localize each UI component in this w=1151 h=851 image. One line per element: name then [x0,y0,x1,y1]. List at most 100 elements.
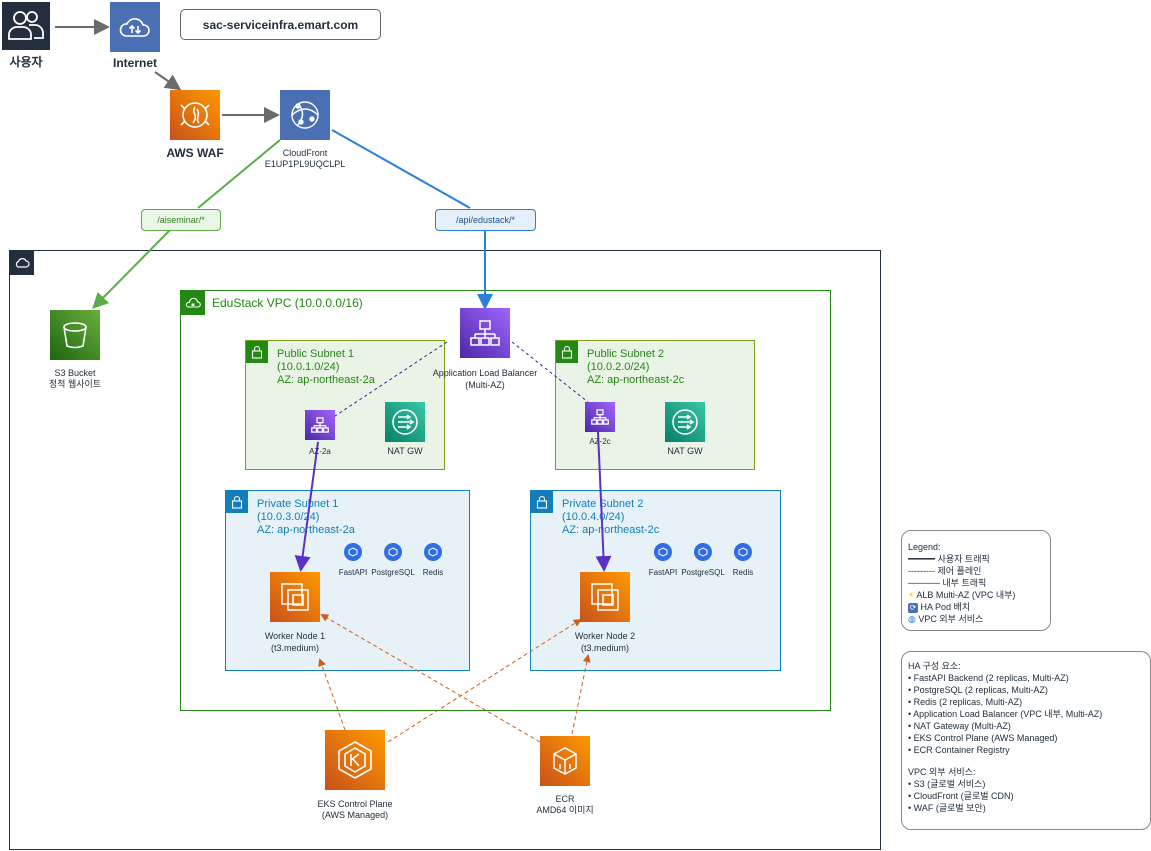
legend-panel: Legend: ━━━━━ 사용자 트래픽 --------- 제어 플레인 ─… [901,530,1051,631]
s3-label-line1: S3 Bucket [54,368,96,378]
public-subnet-1: Public Subnet 1 (10.0.1.0/24) AZ: ap-nor… [245,340,445,470]
legend-item: ⟳ HA Pod 배치 [908,602,971,613]
pod-fastapi-label: FastAPI [338,568,368,577]
pod-fastapi-icon [344,543,362,561]
nat-gateway-1-icon [385,402,425,442]
internet-label: Internet [112,56,157,70]
cloud-icon [10,251,34,275]
ecr-label-line2: AMD64 이미지 [536,805,594,815]
alb-node-az-2a-icon [305,410,335,440]
cloudfront-icon [280,90,330,140]
vpc-icon [181,291,205,315]
cloudfront-id: E1UP1PL9UQCLPL [264,159,346,169]
private-subnet-1: Private Subnet 1 (10.0.3.0/24) AZ: ap-no… [225,490,470,671]
domain-text: sac-serviceinfra.emart.com [202,17,359,32]
subnet-az: AZ: ap-northeast-2c [562,524,660,536]
user-label: 사용자 [9,55,43,69]
ha-item: • ECR Container Registry [908,745,1010,755]
eks-label-line1: EKS Control Plane [317,799,393,809]
pod-fastapi-icon [654,543,672,561]
ecr-icon [540,736,590,786]
path-api-badge: /api/edustack/* [435,209,536,231]
subnet-name: Private Subnet 1 [257,498,339,510]
lock-icon [246,341,268,363]
ha-title: HA 구성 요소: [908,661,961,671]
eks-to-worker-1-line [318,658,346,731]
az-2c-to-worker-2-arrow [595,431,612,572]
alb-icon [460,308,510,358]
subnet-cidr: (10.0.1.0/24) [277,361,340,373]
alb-node-az-2c-icon [585,402,615,432]
ecr-to-worker-1-line [320,613,541,743]
subnet-cidr: (10.0.3.0/24) [257,511,320,523]
alb-to-az-2a-line [331,341,448,419]
globe-icon: ◍ [908,614,916,624]
legend-item: ⚡ ALB Multi-AZ (VPC 내부) [908,590,1016,600]
legend-title: Legend: [908,542,941,552]
internet-icon [110,2,160,52]
vpc-group: EduStack VPC (10.0.0.0/16) [180,290,831,711]
ext-title: VPC 외부 서비스: [908,767,976,777]
pod-postgresql-label: PostgreSQL [371,568,415,577]
path-aiseminar-badge: /aiseminar/* [141,209,221,231]
pod-postgresql-icon [694,543,712,561]
worker-node-1-type: (t3.medium) [270,643,319,653]
waf-icon [170,90,220,140]
subnet-name: Private Subnet 2 [562,498,644,510]
users-icon [2,2,50,50]
pod-postgresql-label: PostgreSQL [681,568,725,577]
s3-path-to-bucket-arrow [92,229,171,309]
cloudfront-to-api-path-line [331,129,471,209]
ha-item: • FastAPI Backend (2 replicas, Multi-AZ) [908,673,1069,683]
alb-label-line2: (Multi-AZ) [465,380,505,390]
cloudfront-to-s3-path-line [197,139,281,209]
cloudfront-label: CloudFront [282,148,328,158]
eks-icon [325,730,385,790]
pod-postgresql-icon [384,543,402,561]
subnet-name: Public Subnet 1 [277,348,355,360]
aws-cloud-group [9,250,881,850]
eks-label-line2: (AWS Managed) [321,810,389,820]
domain-box: sac-serviceinfra.emart.com [180,9,381,40]
pod-redis-label: Redis [732,568,754,577]
internet-to-waf-arrow [154,71,182,91]
s3-label-line2: 정적 웹사이트 [48,379,102,389]
legend-item: --------- 제어 플레인 [908,566,982,576]
legend-item: ───── 내부 트래픽 [908,578,987,588]
pod-fastapi-label: FastAPI [648,568,678,577]
ha-components-panel: HA 구성 요소: • FastAPI Backend (2 replicas,… [901,651,1151,830]
worker-node-1-label: Worker Node 1 [264,631,326,641]
nat-gateway-2-label: NAT GW [667,446,703,456]
legend-item: ━━━━━ 사용자 트래픽 [908,554,990,564]
pod-redis-icon [734,543,752,561]
lock-icon [556,341,578,363]
ha-item: • EKS Control Plane (AWS Managed) [908,733,1058,743]
pod-redis-label: Redis [422,568,444,577]
ecr-label-line1: ECR [555,794,575,804]
nat-gateway-2-icon [665,402,705,442]
subnet-cidr: (10.0.4.0/24) [562,511,625,523]
private-subnet-2: Private Subnet 2 (10.0.4.0/24) AZ: ap-no… [530,490,781,671]
spacer [908,756,1144,766]
ha-item: • NAT Gateway (Multi-AZ) [908,721,1011,731]
ha-item: • Redis (2 replicas, Multi-AZ) [908,697,1023,707]
legend-item: ◍ VPC 외부 서비스 [908,614,984,624]
subnet-az: AZ: ap-northeast-2a [277,374,375,386]
eks-to-worker-2-line [387,618,582,743]
worker-node-2-icon [580,572,630,622]
alb-node-az-2a-label: AZ-2a [309,447,331,456]
s3-bucket-icon [50,310,100,360]
subnet-name: Public Subnet 2 [587,348,665,360]
ecr-to-worker-2-line [571,654,591,735]
waf-label: AWS WAF [166,146,224,160]
worker-node-1-icon [270,572,320,622]
alb-label-line1: Application Load Balancer [432,368,538,378]
lock-icon [531,491,553,513]
ha-item: • PostgreSQL (2 replicas, Multi-AZ) [908,685,1048,695]
vpc-title: EduStack VPC (10.0.0.0/16) [212,296,363,310]
alb-to-az-2c-line [511,341,589,403]
lock-icon [226,491,248,513]
pod-redis-icon [424,543,442,561]
refresh-icon: ⟳ [908,603,918,613]
